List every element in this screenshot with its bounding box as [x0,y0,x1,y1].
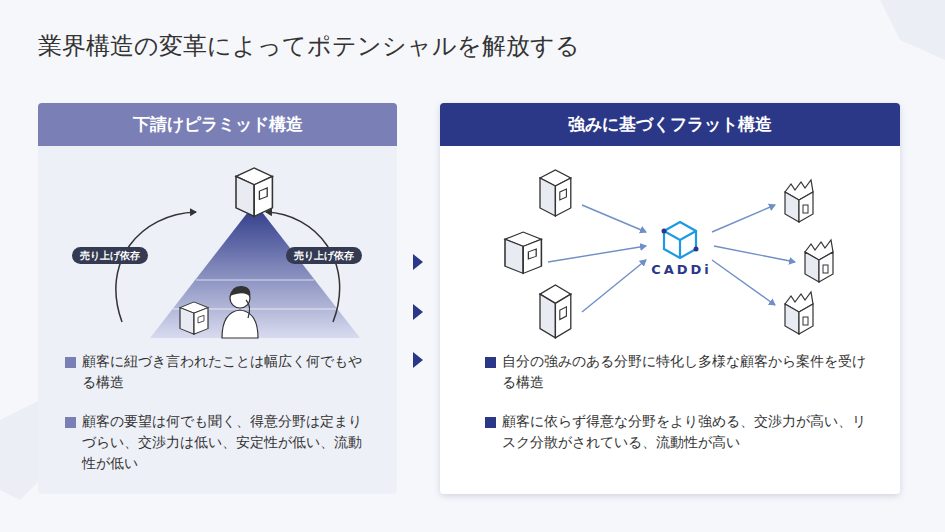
bullet-square [65,417,76,428]
structure-panel: 下請けピラミッド構造顧客に紐づき言われたことは幅広く何でもやる構造顧客の要望は何… [38,103,397,494]
label-pill: 売り上げ依存 [72,247,148,264]
pill-text: 売り上げ依存 [80,249,140,263]
bullet-square [485,357,496,368]
page-title: 業界構造の変革によってポテンシャルを解放する [38,30,580,62]
panel-header: 強みに基づくフラット構造 [440,103,900,146]
structure-panel: 強みに基づくフラット構造自分の強みのある分野に特化し多様な顧客から案件を受ける構… [440,103,900,494]
panel-header: 下請けピラミッド構造 [38,103,397,146]
bullet-text: 顧客に依らず得意な分野をより強める、交渉力が高い、リスク分散がされている、流動性… [502,411,872,453]
bullet-text: 顧客に紐づき言われたことは幅広く何でもやる構造 [82,351,372,393]
label-pill: 売り上げ依存 [286,247,362,264]
bullet-text: 顧客の要望は何でも聞く、得意分野は定まりづらい、交渉力は低い、安定性が低い、流動… [82,411,372,474]
logo-text: CADDi [651,262,712,277]
bullet-square [65,357,76,368]
pill-text: 売り上げ依存 [294,249,354,263]
bullet-text: 自分の強みのある分野に特化し多様な顧客から案件を受ける構造 [502,351,872,393]
bullet-square [485,417,496,428]
